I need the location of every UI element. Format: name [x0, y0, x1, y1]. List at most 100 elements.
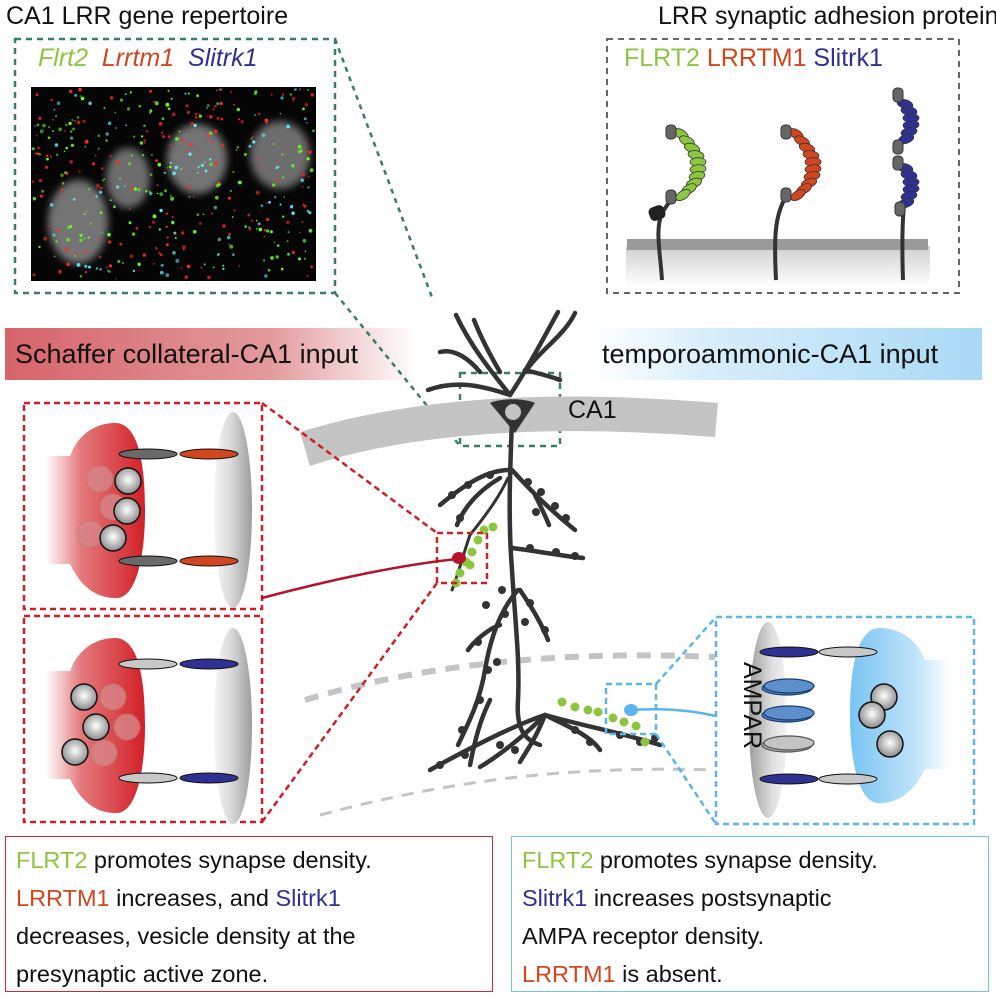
- micrograph-punctum: [257, 222, 261, 226]
- micrograph-punctum: [228, 196, 231, 200]
- micrograph-punctum: [107, 121, 112, 126]
- dendritic-spine: [586, 738, 594, 746]
- micrograph-punctum: [159, 192, 164, 197]
- micrograph-punctum: [206, 115, 208, 117]
- micrograph-punctum: [107, 240, 112, 244]
- dendritic-spine: [496, 741, 504, 749]
- micrograph-punctum: [47, 136, 51, 140]
- micrograph-punctum: [305, 142, 308, 145]
- micrograph-punctum: [214, 104, 217, 108]
- micrograph-punctum: [68, 89, 73, 94]
- micrograph-punctum: [252, 136, 254, 139]
- micrograph-inset: [13, 37, 562, 448]
- micrograph-punctum: [35, 134, 38, 137]
- micrograph-punctum: [55, 240, 58, 243]
- micrograph-punctum: [78, 170, 81, 173]
- micrograph-punctum: [84, 271, 87, 274]
- micrograph-punctum: [84, 250, 87, 254]
- micrograph-punctum: [143, 124, 146, 127]
- micrograph-punctum: [258, 112, 261, 116]
- micrograph-punctum: [274, 196, 277, 199]
- micrograph-punctum: [180, 138, 184, 142]
- micrograph-punctum: [133, 187, 138, 191]
- schaffer-caption: FLRT2 promotes synapse density.LRRTM1 in…: [5, 836, 493, 992]
- gene-slitrk1: Slitrk1: [275, 885, 341, 911]
- micrograph-punctum: [216, 254, 219, 257]
- micrograph-punctum: [80, 96, 85, 101]
- micrograph-punctum: [238, 265, 240, 267]
- micrograph-punctum: [165, 225, 168, 228]
- micrograph-punctum: [292, 100, 295, 102]
- micrograph-punctum: [281, 93, 284, 96]
- legend-lrrtm1: Lrrtm1: [101, 44, 175, 72]
- dendritic-spine: [448, 491, 456, 499]
- micrograph-punctum: [114, 111, 117, 114]
- micrograph-punctum: [200, 163, 205, 167]
- caption-text: promotes synapse density.: [87, 847, 372, 873]
- micrograph-punctum: [88, 265, 91, 269]
- vesicle: [114, 467, 142, 495]
- micrograph-punctum: [193, 123, 197, 128]
- micrograph-punctum: [84, 139, 89, 144]
- micrograph-punctum: [254, 90, 258, 94]
- micrograph-punctum: [303, 257, 307, 260]
- micrograph-punctum: [52, 233, 56, 237]
- micrograph-punctum: [125, 93, 127, 96]
- micrograph-punctum: [240, 120, 244, 124]
- micrograph-punctum: [158, 121, 163, 126]
- micrograph-punctum: [304, 103, 309, 107]
- dendritic-spine: [476, 696, 484, 704]
- micrograph-punctum: [171, 112, 176, 117]
- micrograph-punctum: [165, 273, 170, 277]
- micrograph-punctum: [194, 112, 198, 116]
- inset-connector-line: [654, 733, 718, 825]
- micrograph-punctum: [167, 135, 171, 138]
- micrograph-punctum: [109, 154, 112, 158]
- micrograph-punctum: [41, 189, 45, 193]
- micrograph-punctum: [197, 166, 200, 169]
- micrograph-punctum: [297, 150, 302, 154]
- caption-text: increases, and: [109, 885, 276, 911]
- schaffer-inset-lrrtm1-border: [22, 401, 264, 611]
- micrograph-punctum: [233, 103, 236, 106]
- micrograph-punctum: [65, 146, 68, 150]
- micrograph-punctum: [248, 144, 252, 148]
- micrograph-punctum: [31, 180, 35, 184]
- micrograph-punctum: [155, 247, 158, 250]
- micrograph-punctum: [203, 263, 206, 266]
- micrograph-punctum: [84, 212, 87, 215]
- micrograph-punctum: [298, 257, 301, 261]
- protein-legend: FLRT2 LRRTM1 Slitrk1: [624, 44, 883, 73]
- micrograph-punctum: [84, 264, 88, 268]
- micrograph-punctum: [210, 140, 214, 143]
- micrograph-punctum: [306, 157, 310, 161]
- micrograph-punctum: [303, 117, 307, 121]
- temporoammonic-caption: FLRT2 promotes synapse density.Slitrk1 i…: [511, 836, 989, 992]
- micrograph-punctum: [175, 258, 180, 263]
- micrograph-punctum: [185, 150, 188, 153]
- micrograph-punctum: [44, 165, 49, 169]
- micrograph-punctum: [71, 119, 74, 121]
- micrograph-punctum: [265, 202, 268, 204]
- micrograph-punctum: [175, 137, 179, 141]
- micrograph-punctum: [307, 186, 310, 189]
- dendritic-spine: [436, 761, 444, 769]
- micrograph-punctum: [172, 251, 176, 255]
- micrograph-punctum: [167, 107, 171, 111]
- micrograph-punctum: [152, 262, 155, 265]
- micrograph-punctum: [216, 89, 218, 92]
- micrograph-punctum: [32, 273, 36, 277]
- micrograph-punctum: [196, 94, 200, 98]
- vesicle: [82, 713, 110, 741]
- micrograph-punctum: [289, 205, 294, 209]
- micrograph-punctum: [133, 135, 136, 138]
- micrograph-punctum: [307, 89, 309, 91]
- micrograph-punctum: [214, 161, 218, 166]
- dendritic-spine: [456, 514, 464, 522]
- micrograph-punctum: [158, 251, 161, 255]
- micrograph-punctum: [263, 259, 265, 262]
- caption-line: Slitrk1 increases postsynaptic: [522, 879, 978, 917]
- micrograph-punctum: [292, 97, 295, 100]
- legend-slitrk1: Slitrk1: [188, 44, 258, 72]
